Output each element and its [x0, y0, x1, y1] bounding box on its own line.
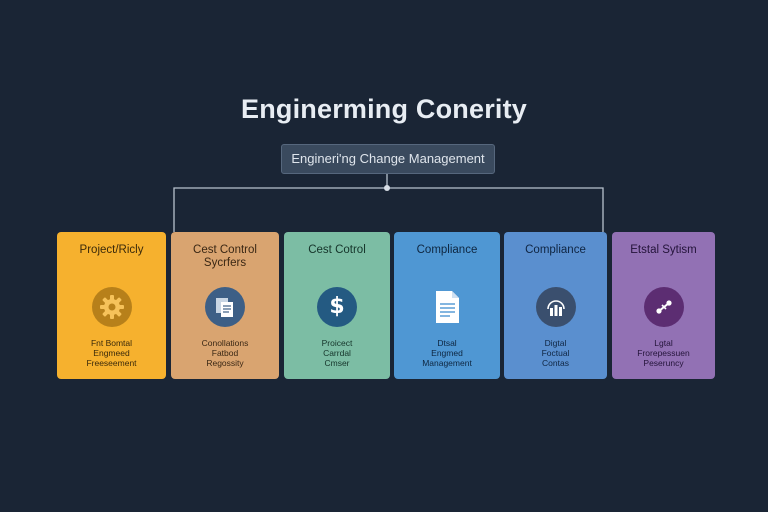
card-compliance-2: Compliance Digtal Foctual Contas [504, 232, 607, 379]
document-icon [427, 287, 467, 327]
card-cost-control-systems: Cest Control Sycrfers Conollations Fatbo… [171, 232, 279, 379]
card-desc-line: Engmeed [93, 348, 130, 358]
card-desc-line: Cmser [324, 358, 350, 368]
card-title: Compliance [394, 244, 500, 274]
card-desc-line: Frorepessuen [637, 348, 690, 358]
card-project-policy: Project/Ricly Fnt Bomtal Eng [57, 232, 166, 379]
card-title: Etstal Sytism [612, 244, 715, 274]
card-desc-line: Contas [542, 358, 569, 368]
card-title: Project/Ricly [57, 244, 166, 274]
card-desc-line: Digtal [544, 338, 567, 348]
card-title-line: Sycrfers [203, 257, 247, 269]
subtitle-box: Engineri'ng Change Management [281, 144, 495, 174]
card-title-line: Compliance [416, 244, 478, 256]
card-desc-line: Regossity [206, 358, 244, 368]
document-stack-icon [205, 287, 245, 327]
card-title-line: Cest Cotrol [308, 244, 366, 256]
card-title-line: Project/Ricly [79, 244, 144, 256]
card-description: Proicect Carrdal Cmser [284, 338, 390, 368]
card-title: Cest Cotrol [284, 244, 390, 274]
link-icon [643, 287, 684, 327]
card-desc-line: Fnt Bomtal [90, 338, 133, 348]
card-compliance: Compliance Dtsal Engmed Management [394, 232, 500, 379]
card-title: Compliance [504, 244, 607, 274]
card-description: Lgtal Frorepessuen Peseruncy [612, 338, 715, 368]
card-desc-line: Freeseement [86, 358, 137, 368]
bar-chart-icon [535, 287, 576, 327]
card-desc-line: Carrdal [323, 348, 351, 358]
connector-bracket [173, 187, 604, 232]
card-desc-line: Fatbod [211, 348, 239, 358]
card-description: Dtsal Engmed Management [394, 338, 500, 368]
card-title: Cest Control Sycrfers [171, 244, 279, 274]
diagram-title: Enginerming Conerity [240, 94, 528, 124]
card-description: Fnt Bomtal Engmeed Freeseement [57, 338, 166, 368]
card-desc-line: Engmed [431, 348, 463, 358]
card-cost-control: Cest Cotrol $ Proicect Carrdal Cmser [284, 232, 390, 379]
card-desc-line: Proicect [321, 338, 353, 348]
connector-node [384, 185, 390, 191]
gear-icon [91, 287, 132, 327]
card-desc-line: Dtsal [437, 338, 457, 348]
card-desc-line: Conollations [201, 338, 249, 348]
card-digital-system: Etstal Sytism Lgtal Frorepessuen Peserun… [612, 232, 715, 379]
card-desc-line: Lgtal [654, 338, 673, 348]
card-desc-line: Peseruncy [643, 358, 684, 368]
card-title-line: Cest Control [193, 244, 257, 256]
card-description: Conollations Fatbod Regossity [171, 338, 279, 368]
card-desc-line: Foctual [541, 348, 570, 358]
card-title-line: Etstal Sytism [630, 244, 697, 256]
card-description: Digtal Foctual Contas [504, 338, 607, 368]
card-desc-line: Management [422, 358, 472, 368]
dollar-icon: $ [317, 287, 357, 327]
card-title-line: Compliance [525, 244, 586, 256]
